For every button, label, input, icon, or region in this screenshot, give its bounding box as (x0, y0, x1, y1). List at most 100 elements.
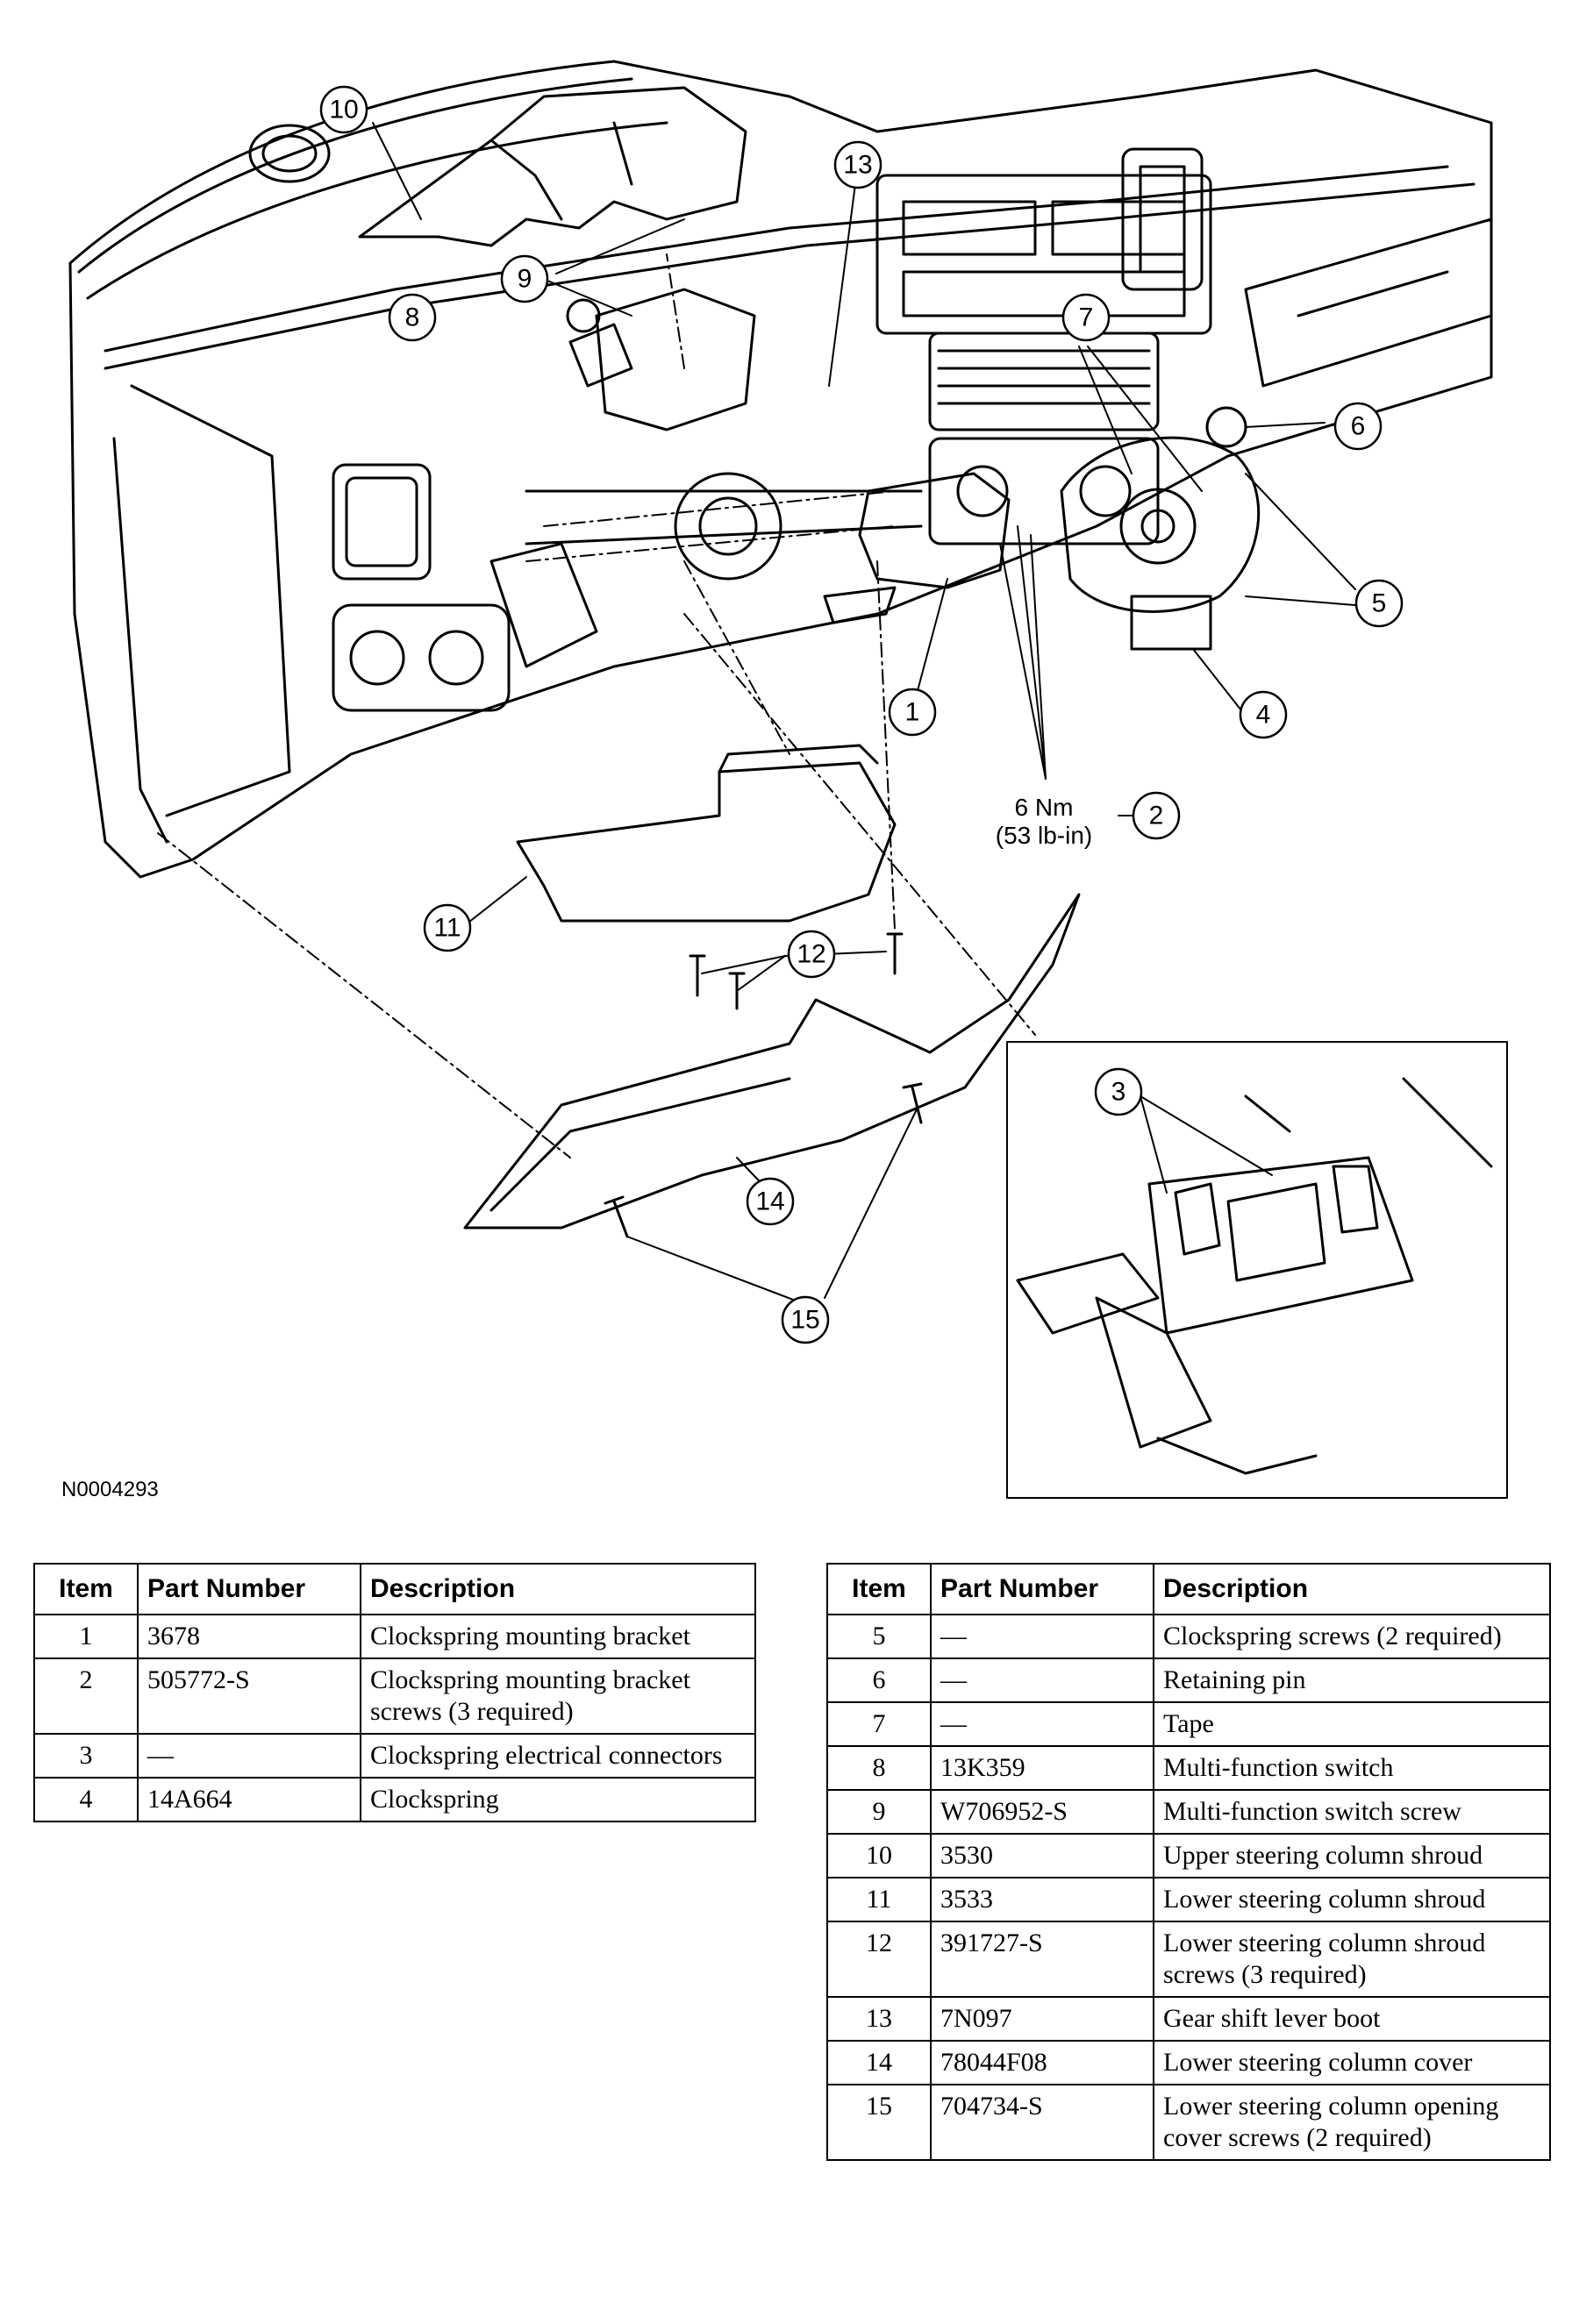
table-row: 8 13K359 Multi-function switch (826, 1745, 1551, 1791)
description-cell: Tape (1153, 1701, 1551, 1747)
part-number-cell: 14A664 (137, 1777, 361, 1822)
cover-screw (604, 1195, 629, 1238)
table-row: 2 505772-S Clockspring mounting bracket … (33, 1657, 756, 1735)
col-item-header: Item (33, 1563, 139, 1615)
part-number-cell: 704734-S (930, 2084, 1154, 2161)
headlamp-switch (332, 603, 511, 712)
col-part-number-header: Part Number (930, 1563, 1154, 1615)
callout-11: 11 (433, 914, 461, 943)
callout-10: 10 (329, 96, 358, 125)
part-number-cell: 3678 (137, 1614, 361, 1659)
item-cell: 7 (826, 1701, 932, 1747)
part-number-cell: W706952-S (930, 1789, 1154, 1835)
table-row: 11 3533 Lower steering column shroud (826, 1877, 1551, 1922)
description-cell: Clockspring electrical connectors (360, 1733, 756, 1779)
callout-4: 4 (1256, 701, 1271, 730)
table-row: 12 391727-S Lower steering column shroud… (826, 1921, 1551, 1998)
table-header-row: Item Part Number Description (33, 1563, 756, 1615)
lower-shroud (516, 761, 897, 923)
table-row: 5 — Clockspring screws (2 required) (826, 1614, 1551, 1659)
left-vent (248, 124, 331, 183)
part-number-cell: — (930, 1701, 1154, 1747)
callout-12: 12 (797, 940, 825, 969)
clockspring-bracket (858, 472, 1011, 589)
torque-value: 6 Nm (1015, 794, 1074, 821)
callout-circle-2 (1132, 791, 1181, 840)
callout-1: 1 (905, 698, 920, 727)
callout-circle-8 (388, 293, 437, 342)
steering-column (674, 472, 782, 581)
table-row: 3 — Clockspring electrical connectors (33, 1733, 756, 1779)
retaining-pin (1205, 406, 1247, 448)
torque-imperial: (53 lb-in) (996, 822, 1092, 849)
part-number-cell: 13K359 (930, 1745, 1154, 1791)
description-cell: Multi-function switch screw (1153, 1789, 1551, 1835)
callout-circle-15 (781, 1295, 830, 1344)
table-row: 1 3678 Clockspring mounting bracket (33, 1614, 756, 1659)
callout-circle-1 (888, 688, 937, 737)
part-number-cell: 391727-S (930, 1921, 1154, 1998)
item-cell: 11 (826, 1877, 932, 1922)
col-description-header: Description (360, 1563, 756, 1615)
callout-8: 8 (405, 303, 420, 332)
dashboard-outline (68, 60, 1493, 879)
item-cell: 2 (33, 1657, 139, 1735)
description-cell: Gear shift lever boot (1153, 1996, 1551, 2042)
inset-frame (1006, 1041, 1508, 1499)
part-number-cell: 3533 (930, 1877, 1154, 1922)
callout-circle-4 (1239, 690, 1288, 739)
part-number-cell: 3530 (930, 1833, 1154, 1878)
item-cell: 14 (826, 2040, 932, 2085)
part-number-cell: — (930, 1657, 1154, 1703)
item-cell: 13 (826, 1996, 932, 2042)
description-cell: Lower steering column cover (1153, 2040, 1551, 2085)
item-cell: 1 (33, 1614, 139, 1659)
description-cell: Clockspring mounting bracket (360, 1614, 756, 1659)
multi-function-switch (595, 288, 756, 431)
shroud-screw (886, 932, 904, 975)
description-cell: Clockspring screws (2 required) (1153, 1614, 1551, 1659)
diagram-drawing: 1 2 3 4 5 6 7 8 9 10 11 12 13 14 15 6 Nm… (68, 60, 1508, 1499)
item-cell: 4 (33, 1777, 139, 1822)
callout-circle-11 (423, 903, 472, 952)
callout-circle-10 (319, 85, 368, 134)
callout-circle-14 (746, 1177, 795, 1226)
col-description-header: Description (1153, 1563, 1551, 1615)
lower-cover (463, 893, 1081, 1230)
callout-circle-6 (1333, 402, 1383, 451)
callout-6: 6 (1351, 412, 1366, 441)
description-cell: Clockspring (360, 1777, 756, 1822)
table-row: 10 3530 Upper steering column shroud (826, 1833, 1551, 1878)
description-cell: Multi-function switch (1153, 1745, 1551, 1791)
description-cell: Clockspring mounting bracket screws (3 r… (360, 1657, 756, 1735)
col-part-number-header: Part Number (137, 1563, 361, 1615)
item-cell: 9 (826, 1789, 932, 1835)
item-cell: 15 (826, 2084, 932, 2161)
exploded-view-diagram: 1 2 3 4 5 6 7 8 9 10 11 12 13 14 15 6 Nm… (61, 60, 1508, 1501)
part-number-cell: 7N097 (930, 1996, 1154, 2042)
callout-13: 13 (843, 151, 872, 180)
callout-circle-12 (787, 930, 836, 979)
item-cell: 5 (826, 1614, 932, 1659)
callout-15: 15 (790, 1306, 819, 1335)
table-row: 15 704734-S Lower steering column openin… (826, 2084, 1551, 2161)
item-cell: 10 (826, 1833, 932, 1878)
inset-connector (1147, 1156, 1414, 1335)
callout-9: 9 (518, 265, 532, 294)
description-cell: Lower steering column shroud (1153, 1877, 1551, 1922)
center-vents (928, 331, 1160, 431)
item-cell: 12 (826, 1921, 932, 1998)
callout-5: 5 (1372, 589, 1387, 618)
table-header-row: Item Part Number Description (826, 1563, 1551, 1615)
item-cell: 3 (33, 1733, 139, 1779)
callout-3: 3 (1111, 1078, 1126, 1107)
description-cell: Lower steering column opening cover scre… (1153, 2084, 1551, 2161)
part-number-cell: 505772-S (137, 1657, 361, 1735)
description-cell: Upper steering column shroud (1153, 1833, 1551, 1878)
description-cell: Retaining pin (1153, 1657, 1551, 1703)
callout-circle-9 (500, 254, 549, 303)
figure-id: N0004293 (61, 1478, 159, 1501)
callout-7: 7 (1079, 303, 1094, 332)
part-number-cell: — (930, 1614, 1154, 1659)
item-cell: 8 (826, 1745, 932, 1791)
